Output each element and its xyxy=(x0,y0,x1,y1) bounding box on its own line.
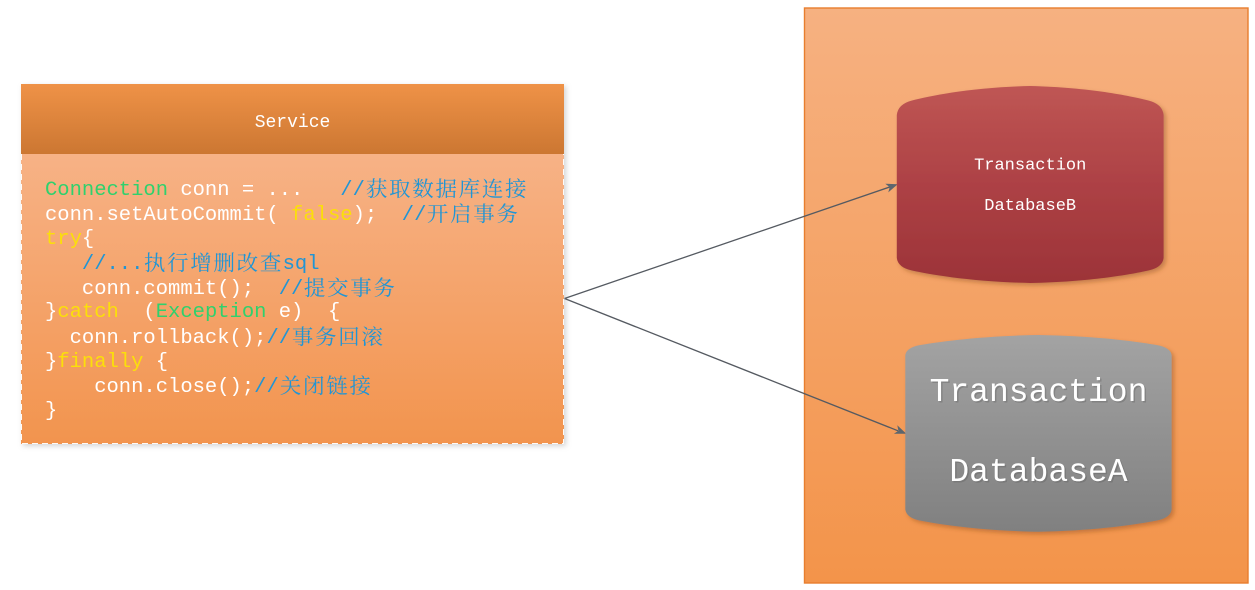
svg-text:Transaction: Transaction xyxy=(931,376,1149,413)
svg-text:DatabaseA: DatabaseA xyxy=(951,456,1129,493)
svg-text:Transaction: Transaction xyxy=(930,374,1148,411)
svg-text:DatabaseA: DatabaseA xyxy=(949,454,1127,491)
svg-text:Transaction: Transaction xyxy=(974,157,1086,176)
svg-text:DatabaseB: DatabaseB xyxy=(984,197,1076,216)
